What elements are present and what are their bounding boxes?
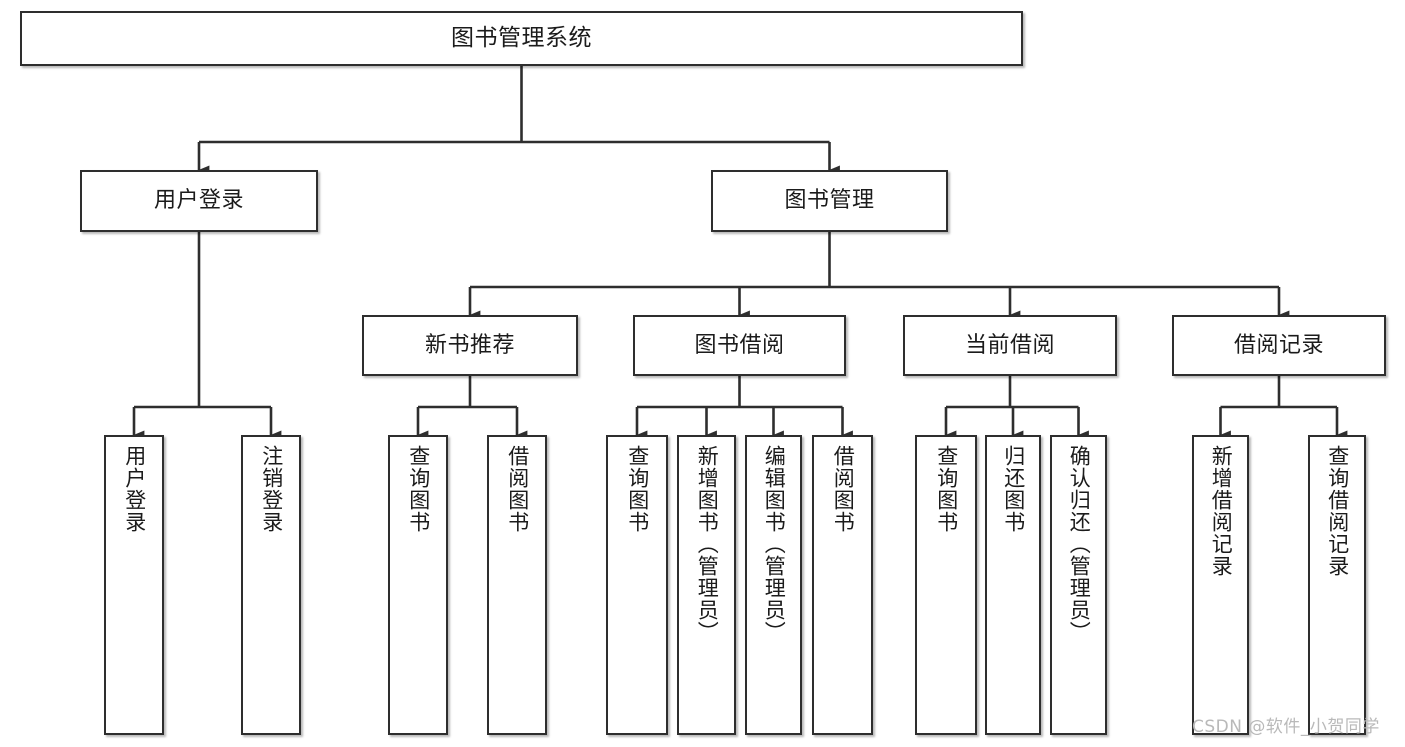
node-label: 图书管理系统	[451, 24, 592, 51]
node-label: 用户登录	[122, 445, 147, 533]
node-label: 新增借阅记录	[1209, 445, 1234, 577]
node-label: 图书管理	[784, 188, 875, 214]
node-borrow[interactable]: 图书借阅	[633, 315, 846, 376]
node-leaf-confirm-return[interactable]: 确认归还（管理员）	[1050, 435, 1107, 735]
node-leaf-query-record[interactable]: 查询借阅记录	[1308, 435, 1366, 735]
node-label: 查询图书	[406, 445, 431, 533]
node-leaf-add-record[interactable]: 新增借阅记录	[1192, 435, 1249, 735]
node-label: 新增图书（管理员）	[695, 445, 720, 643]
node-leaf-add-book[interactable]: 新增图书（管理员）	[677, 435, 736, 735]
node-leaf-query-book-2[interactable]: 查询图书	[606, 435, 668, 735]
node-label: 注销登录	[259, 445, 284, 533]
node-label: 查询借阅记录	[1325, 445, 1350, 577]
node-label: 用户登录	[153, 188, 244, 214]
watermark-label: CSDN @软件_小贺同学	[1192, 717, 1380, 737]
node-label: 编辑图书（管理员）	[762, 445, 787, 643]
connector-lines	[132, 66, 1348, 440]
node-leaf-return-book[interactable]: 归还图书	[985, 435, 1041, 735]
node-login[interactable]: 用户登录	[80, 170, 318, 232]
node-newbook[interactable]: 新书推荐	[362, 315, 578, 376]
node-label: 归还图书	[1001, 445, 1026, 533]
node-leaf-logout[interactable]: 注销登录	[241, 435, 301, 735]
node-label: 查询图书	[625, 445, 650, 533]
node-leaf-edit-book[interactable]: 编辑图书（管理员）	[745, 435, 802, 735]
node-root[interactable]: 图书管理系统	[20, 11, 1023, 66]
node-label: 当前借阅	[964, 332, 1055, 358]
node-label: 确认归还（管理员）	[1067, 445, 1092, 643]
node-label: 借阅记录	[1233, 332, 1324, 358]
node-records[interactable]: 借阅记录	[1172, 315, 1386, 376]
node-label: 新书推荐	[424, 332, 515, 358]
node-label: 借阅图书	[831, 445, 856, 533]
node-leaf-borrow-book-2[interactable]: 借阅图书	[812, 435, 873, 735]
node-label: 借阅图书	[505, 445, 530, 533]
node-label: 查询图书	[934, 445, 959, 533]
node-label: 图书借阅	[694, 332, 785, 358]
node-leaf-query-book-1[interactable]: 查询图书	[388, 435, 448, 735]
node-bookmgmt[interactable]: 图书管理	[711, 170, 948, 232]
node-current[interactable]: 当前借阅	[903, 315, 1117, 376]
node-leaf-user-login[interactable]: 用户登录	[104, 435, 164, 735]
node-leaf-query-book-3[interactable]: 查询图书	[915, 435, 977, 735]
node-leaf-borrow-book-1[interactable]: 借阅图书	[487, 435, 547, 735]
